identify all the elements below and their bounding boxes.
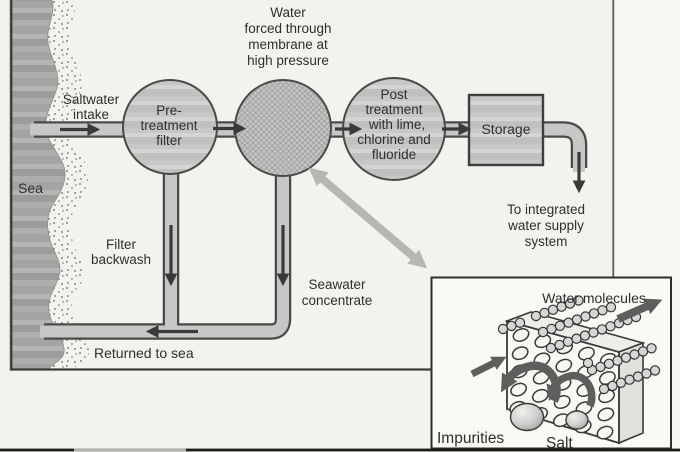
pretreatment-label-line1: Pre- xyxy=(156,103,182,118)
sea-label: Sea xyxy=(18,180,43,196)
membrane-caption-line1: Water xyxy=(270,5,306,20)
backwash-label-line2: backwash xyxy=(91,252,151,267)
concentrate-label-line2: concentrate xyxy=(302,293,373,308)
salt-particle xyxy=(565,410,589,430)
salt-bounce-arrow xyxy=(546,372,596,408)
impurities-label: Impurities xyxy=(437,430,504,447)
membrane-caption-line4: high pressure xyxy=(247,53,329,68)
pretreatment-label-line3: filter xyxy=(156,133,182,148)
inset-inflow-arrow xyxy=(470,356,507,378)
inset-outflow-arrow xyxy=(616,298,663,323)
supply-label-line3: system xyxy=(525,234,568,249)
sea-region xyxy=(9,0,90,371)
inset-link-arrow xyxy=(308,167,428,269)
frame-right-border xyxy=(612,0,615,278)
storage-label: Storage xyxy=(481,121,530,137)
posttreatment-label-line1: Post xyxy=(380,87,407,102)
water-molecules-label: Water molecules xyxy=(542,290,646,306)
returned-label: Returned to sea xyxy=(94,345,194,361)
membrane-vessel xyxy=(234,79,332,177)
labels: Sea Saltwater intake Pre- treatment filt… xyxy=(18,5,646,452)
membrane-inset xyxy=(430,276,672,450)
supply-label-line2: water supply xyxy=(507,218,584,233)
backwash-label-line1: Filter xyxy=(106,237,137,252)
posttreatment-label-line5: fluoride xyxy=(372,147,416,162)
membrane-caption-line3: membrane at xyxy=(248,37,328,52)
concentrate-label-line1: Seawater xyxy=(308,277,366,292)
supply-label-line1: To integrated xyxy=(507,202,585,217)
bottom-rule-gap xyxy=(74,448,186,452)
pretreatment-label-line2: treatment xyxy=(140,118,197,133)
water-molecule-beads xyxy=(497,295,661,395)
impurities-particle xyxy=(509,402,545,432)
membrane-caption-line2: forced through xyxy=(244,21,331,36)
posttreatment-label-line4: chlorine and xyxy=(357,132,431,147)
intake-label-line2: intake xyxy=(73,107,109,122)
posttreatment-label-line3: with lime, xyxy=(368,117,425,132)
posttreatment-label-line2: treatment xyxy=(365,102,422,117)
bottom-rule xyxy=(0,448,680,452)
intake-label-line1: Saltwater xyxy=(63,92,120,107)
frame-bottom-border xyxy=(10,368,432,371)
flow-arrows xyxy=(60,122,586,338)
frame-left-border xyxy=(10,0,13,370)
salt-label: Salt xyxy=(546,435,573,452)
